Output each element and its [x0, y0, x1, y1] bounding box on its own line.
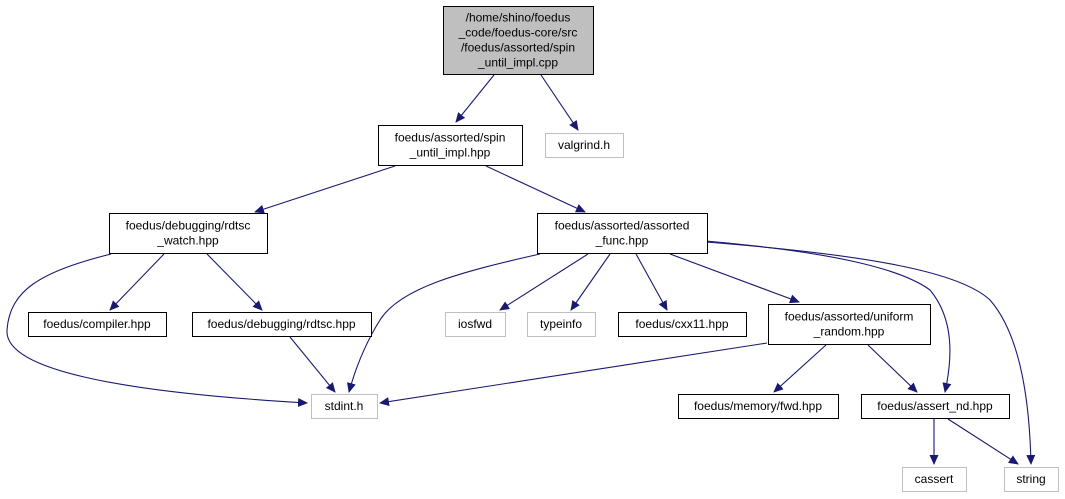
- node-label-line: foedus/memory/fwd.hpp: [694, 399, 822, 413]
- node-label-line: _until_impl.hpp: [409, 146, 491, 160]
- node-uniform-random[interactable]: foedus/assorted/uniform_random.hpp: [768, 304, 931, 345]
- edges-layer: [6, 74, 1036, 465]
- edge-uniform-random-to-stdint: [379, 342, 768, 407]
- node-cassert[interactable]: cassert: [902, 467, 967, 492]
- node-box: [378, 125, 523, 166]
- node-label-line: _watch.hpp: [156, 234, 219, 248]
- edge-uniform-random-to-memory-fwd: [773, 344, 827, 393]
- node-label-line: foedus/assorted/spin: [395, 131, 506, 145]
- node-label-line: string: [1016, 472, 1045, 486]
- node-label-line: foedus/debugging/rdtsc.hpp: [207, 317, 355, 331]
- edge-assorted-func-to-cxx11: [635, 253, 668, 311]
- edge-spin-cpp-to-valgrind: [540, 74, 579, 131]
- edge-rdtsc-watch-to-rdtsc: [206, 253, 263, 311]
- node-label-line: foedus/compiler.hpp: [43, 317, 151, 331]
- edge-assorted-func-to-stdint: [347, 253, 541, 393]
- edge-rdtsc-watch-to-stdint: [6, 253, 308, 407]
- node-string[interactable]: string: [1004, 467, 1059, 492]
- node-box: [28, 312, 167, 337]
- node-box: [445, 312, 506, 337]
- node-label-line: /foedus/assorted/spin: [461, 41, 575, 55]
- node-spin-hpp[interactable]: foedus/assorted/spin_until_impl.hpp: [378, 125, 523, 166]
- node-cxx11[interactable]: foedus/cxx11.hpp: [618, 312, 747, 337]
- edge-spin-cpp-to-spin-hpp: [455, 74, 495, 123]
- nodes-layer: /home/shino/foedus_code/foedus-core/src/…: [28, 6, 1059, 492]
- node-box: [618, 312, 747, 337]
- node-assorted-func[interactable]: foedus/assorted/assorted_func.hpp: [537, 213, 708, 254]
- node-label-line: valgrind.h: [558, 138, 610, 152]
- node-label-line: foedus/assorted/assorted: [555, 219, 690, 233]
- node-rdtsc[interactable]: foedus/debugging/rdtsc.hpp: [192, 312, 372, 337]
- edge-assorted-func-to-iosfwd: [499, 253, 589, 311]
- node-label-line: _until_impl.cpp: [477, 56, 558, 70]
- edge-spin-hpp-to-assorted-func: [485, 165, 586, 213]
- node-rdtsc-watch[interactable]: foedus/debugging/rdtsc_watch.hpp: [109, 213, 268, 254]
- node-box: [861, 394, 1010, 419]
- edge-rdtsc-to-stdint: [289, 336, 336, 393]
- node-typeinfo[interactable]: typeinfo: [527, 312, 596, 337]
- edge-spin-hpp-to-rdtsc-watch: [254, 165, 396, 214]
- node-box: [311, 394, 378, 419]
- node-label-line: iosfwd: [458, 317, 492, 331]
- node-label-line: typeinfo: [540, 317, 582, 331]
- edge-assorted-func-to-assert-nd: [705, 240, 952, 393]
- node-label-line: foedus/assert_nd.hpp: [877, 399, 993, 413]
- node-label-line: foedus/debugging/rdtsc: [126, 219, 251, 233]
- node-label-line: /home/shino/foedus: [466, 11, 571, 25]
- node-memory-fwd[interactable]: foedus/memory/fwd.hpp: [678, 394, 839, 419]
- node-box: [527, 312, 596, 337]
- node-box: [109, 213, 268, 254]
- node-compiler[interactable]: foedus/compiler.hpp: [28, 312, 167, 337]
- node-assert-nd[interactable]: foedus/assert_nd.hpp: [861, 394, 1010, 419]
- edge-rdtsc-watch-to-compiler: [109, 253, 165, 311]
- edge-assorted-func-to-typeinfo: [570, 253, 611, 311]
- node-label-line: foedus/cxx11.hpp: [635, 317, 729, 331]
- node-label-line: foedus/assorted/uniform: [785, 310, 914, 324]
- node-valgrind[interactable]: valgrind.h: [545, 133, 624, 158]
- edge-assorted-func-to-uniform-random: [669, 253, 800, 304]
- node-box: [192, 312, 372, 337]
- edge-assorted-func-to-string: [705, 241, 1036, 465]
- node-box: [902, 467, 967, 492]
- edge-uniform-random-to-assert-nd: [867, 344, 918, 393]
- node-box: [1004, 467, 1059, 492]
- node-box: [443, 6, 594, 75]
- node-label-line: _random.hpp: [813, 325, 885, 339]
- node-iosfwd[interactable]: iosfwd: [445, 312, 506, 337]
- node-box: [545, 133, 624, 158]
- node-label-line: _func.hpp: [595, 234, 649, 248]
- edge-assert-nd-to-string: [947, 418, 1019, 465]
- node-stdint[interactable]: stdint.h: [311, 394, 378, 419]
- node-label-line: _code/foedus-core/src: [458, 26, 578, 40]
- node-box: [768, 304, 931, 345]
- node-label-line: stdint.h: [325, 399, 364, 413]
- node-spin-cpp[interactable]: /home/shino/foedus_code/foedus-core/src/…: [443, 6, 594, 75]
- node-label-line: cassert: [915, 472, 954, 486]
- node-box: [537, 213, 708, 254]
- node-box: [678, 394, 839, 419]
